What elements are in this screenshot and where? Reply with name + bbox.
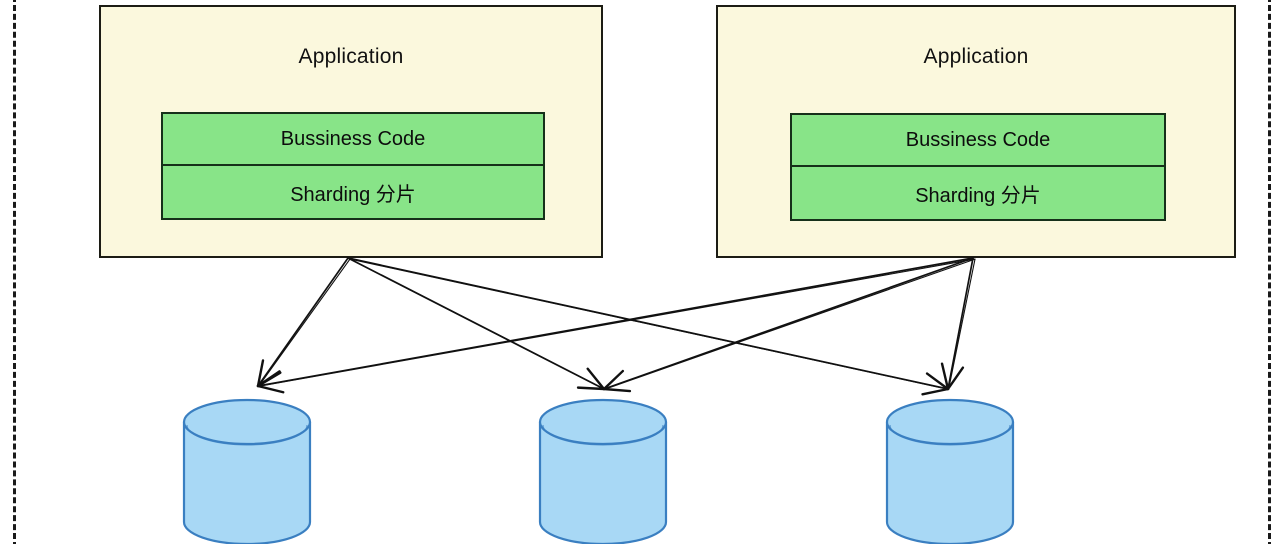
arrowhead-barb: [946, 366, 965, 391]
database-cylinder-db-1[interactable]: [182, 398, 312, 544]
cylinder-rim: [186, 424, 308, 446]
cylinder-body: [182, 420, 312, 544]
cylinder-rim: [542, 424, 664, 446]
connection-line: [603, 257, 974, 390]
cylinder-rim: [889, 424, 1011, 446]
arrowhead-barb: [940, 362, 950, 391]
module-business-code-left[interactable]: Bussiness Code: [163, 114, 543, 166]
connection-app-right-to-db-2: [602, 257, 976, 393]
connection-line: [257, 257, 974, 387]
arrowhead-barb: [602, 369, 625, 391]
connection-line: [258, 258, 351, 387]
arrowhead-barb: [256, 359, 265, 388]
application-box-right[interactable]: Application Bussiness Code Sharding 分片: [716, 5, 1236, 258]
connection-line: [347, 257, 949, 390]
arrowhead-barb: [586, 367, 606, 391]
arrowhead-barb: [602, 387, 632, 393]
cylinder-top: [182, 398, 312, 446]
module-stack-left: Bussiness Code Sharding 分片: [161, 112, 545, 220]
database-cylinder-db-3[interactable]: [885, 398, 1015, 544]
arrowhead-barb: [576, 386, 606, 391]
connection-line: [258, 258, 976, 387]
arrowhead-barb: [256, 370, 281, 388]
connection-app-right-to-db-3: [940, 257, 976, 391]
arrowhead-barb: [256, 384, 285, 394]
connection-line: [349, 258, 606, 390]
module-sharding-left[interactable]: Sharding 分片: [290, 183, 416, 206]
database-cylinder-db-2[interactable]: [538, 398, 668, 544]
cylinder-top: [885, 398, 1015, 446]
arrowhead-barb: [256, 371, 282, 388]
connection-app-right-to-db-1: [256, 257, 976, 394]
arrowhead-barb: [921, 387, 950, 396]
application-title-left: Application: [298, 45, 404, 68]
page-border-right-dashed: [1268, 0, 1271, 544]
connection-line: [347, 257, 605, 390]
module-stack-right: Bussiness Code Sharding 分片: [790, 113, 1166, 221]
page-border-left-dashed: [13, 0, 16, 544]
arrowhead-barb: [925, 372, 950, 391]
connection-app-left-to-db-1: [256, 257, 351, 388]
connection-app-left-to-db-2: [347, 257, 606, 391]
module-business-code-right[interactable]: Bussiness Code: [792, 115, 1164, 167]
connection-line: [948, 258, 976, 390]
application-box-left[interactable]: Application Bussiness Code Sharding 分片: [99, 5, 603, 258]
connection-line: [349, 258, 950, 390]
connection-line: [257, 257, 349, 387]
connection-line: [604, 258, 976, 390]
connection-line: [947, 257, 974, 390]
module-sharding-right[interactable]: Sharding 分片: [915, 184, 1041, 207]
cylinder-body: [885, 420, 1015, 544]
cylinder-body: [538, 420, 668, 544]
connection-app-left-to-db-3: [347, 257, 950, 396]
application-title-right: Application: [923, 45, 1029, 68]
cylinder-top: [538, 398, 668, 446]
